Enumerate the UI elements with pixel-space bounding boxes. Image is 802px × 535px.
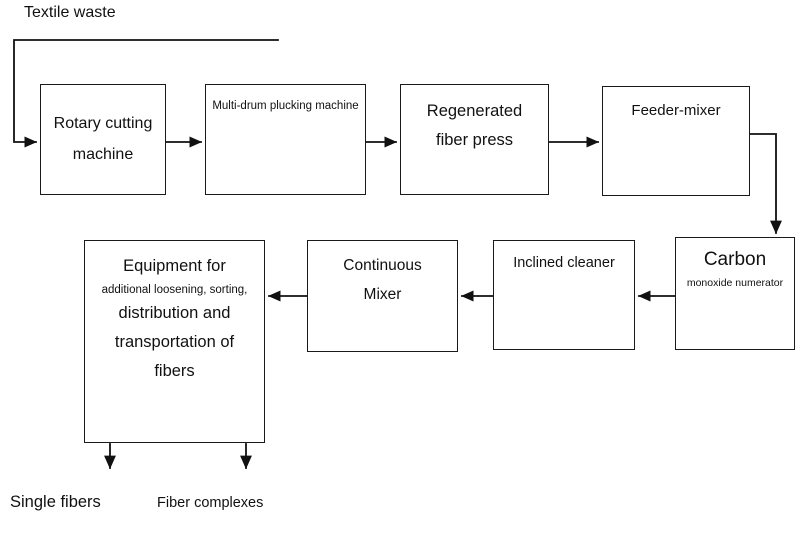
box-label-line: Inclined cleaner <box>513 255 615 271</box>
box-label-line: fiber press <box>435 130 514 149</box>
box-label-line: fibers <box>154 362 195 381</box>
box-label-line: Feeder-mixer <box>631 102 721 119</box>
process-box-feeder-mixer[interactable]: Feeder-mixer <box>602 86 750 196</box>
box-label-line: Continuous <box>343 257 422 274</box>
process-box-rotary-cutting-machine[interactable]: Rotary cutting machine <box>40 84 166 195</box>
output-label-single-fibers: Single fibers <box>10 493 101 511</box>
process-box-multi-drum-plucking-machine[interactable]: Multi-drum plucking machine <box>205 84 366 195</box>
process-box-inclined-cleaner[interactable]: Inclined cleaner <box>493 240 635 350</box>
textile-waste-label: Textile waste <box>24 4 116 21</box>
box-label-line: Carbon <box>703 249 767 270</box>
box-label-line: machine <box>72 145 134 163</box>
box-label-line: Multi-drum plucking machine <box>212 100 359 112</box>
box-label-line: Rotary cutting <box>53 115 153 133</box>
box-label-line: monoxide numerator <box>686 276 784 289</box>
output-label-fiber-complexes: Fiber complexes <box>157 495 264 511</box>
process-box-regenerated-fiber-press[interactable]: Regenerated fiber press <box>400 84 549 195</box>
connector-textile-waste-to-rotary-cutting <box>13 39 279 148</box>
box-label-line: Mixer <box>363 286 402 304</box>
process-box-carbon-monoxide-numerator[interactable]: Carbon monoxide numerator <box>675 237 795 350</box>
box-label-line: transportation of <box>114 333 235 352</box>
connector-feeder-mixer-to-carbon <box>749 133 782 235</box>
process-box-equipment-for-fibers[interactable]: Equipment for additional loosening, sort… <box>84 240 265 443</box>
box-label-line: distribution and <box>118 304 231 323</box>
box-label-line: Equipment for <box>123 257 226 275</box>
box-label-line: Regenerated <box>426 102 523 120</box>
process-box-continuous-mixer[interactable]: Continuous Mixer <box>307 240 458 352</box>
box-label-line: additional loosening, sorting, <box>101 283 248 296</box>
